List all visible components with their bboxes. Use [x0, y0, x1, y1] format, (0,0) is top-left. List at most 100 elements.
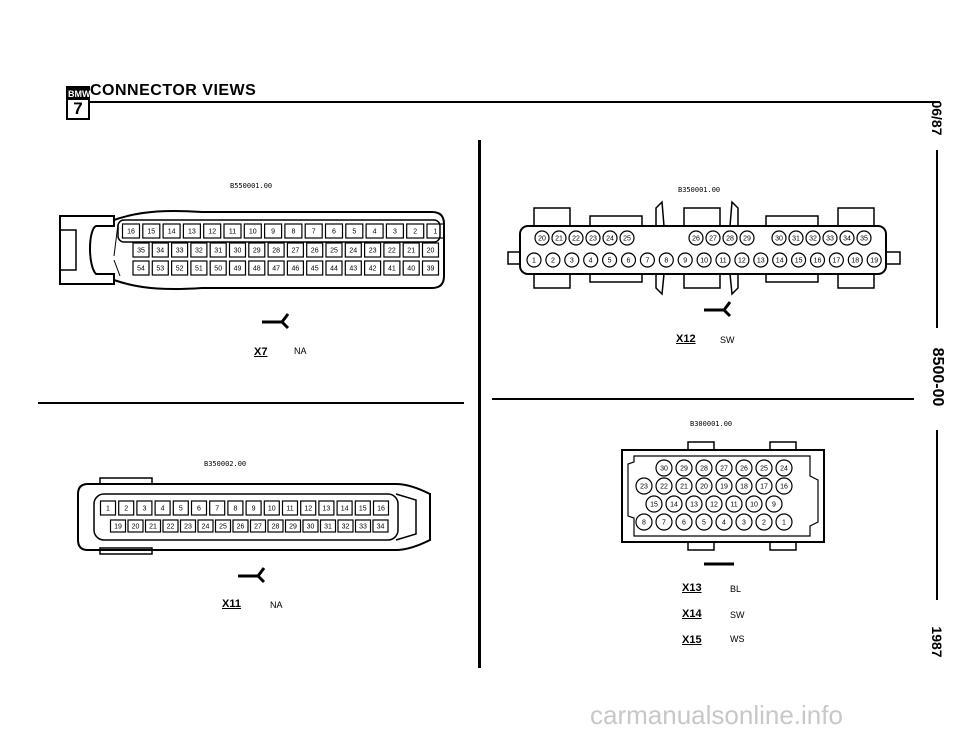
x7-pin-label-9: 9 — [271, 229, 275, 236]
x13-pin-label-8: 8 — [642, 520, 646, 527]
x7-pin-34 — [151, 242, 169, 258]
x7-pin-42 — [364, 260, 382, 276]
x13-pin-19 — [715, 477, 733, 495]
x13-pin-14 — [665, 495, 683, 513]
x13-pin-label-26: 26 — [740, 466, 748, 473]
x11-pin-label-23: 23 — [184, 524, 192, 531]
x7-pin-label-11: 11 — [229, 229, 236, 236]
x11-pin-label-2: 2 — [124, 506, 128, 513]
x7-pin-48 — [248, 260, 266, 276]
x12-pin-27 — [705, 230, 721, 246]
x7-pin-13 — [182, 223, 201, 239]
x12-part-number: B350001.00 — [678, 186, 721, 194]
x11-pin-33 — [354, 519, 372, 533]
x13-pin-6 — [675, 513, 693, 531]
x7-pin-53 — [151, 260, 169, 276]
x13-pin-12 — [705, 495, 723, 513]
x7-pin-label-16: 16 — [127, 229, 135, 236]
x12-pin-33 — [822, 230, 838, 246]
x11-pin-9 — [245, 500, 262, 516]
x13-pin-21 — [675, 477, 693, 495]
x7-pin-32 — [190, 242, 208, 258]
x13-pin-label-10: 10 — [750, 502, 758, 509]
x13-pin-label-21: 21 — [680, 484, 688, 491]
x7-pin-23 — [364, 242, 382, 258]
x11-pin-11 — [281, 500, 299, 516]
x12-pin-label-1: 1 — [532, 258, 536, 265]
x7-pin-54 — [132, 260, 150, 276]
x12-pin-label-13: 13 — [757, 258, 765, 265]
x11-pin-3 — [136, 500, 153, 516]
x13-pin-label-3: 3 — [742, 520, 746, 527]
x12-pin-20 — [534, 230, 550, 246]
x12-pin-28 — [722, 230, 738, 246]
x11-pin-label-11: 11 — [286, 506, 293, 513]
x7-pin-label-30: 30 — [234, 248, 242, 255]
x11-pin-label-19: 19 — [114, 524, 122, 531]
x11-pin-1 — [99, 500, 117, 516]
x7-pin-27 — [286, 242, 304, 258]
x11-pin-8 — [227, 500, 244, 516]
x13-pin-label-17: 17 — [760, 484, 768, 491]
x13-pin-label-23: 23 — [640, 484, 648, 491]
x12-pin-label-11: 11 — [719, 258, 726, 265]
x11-pin-label-30: 30 — [307, 524, 315, 531]
x12-pin-21 — [551, 230, 567, 246]
x11-pin-label-20: 20 — [132, 524, 140, 531]
x12-connector-id: X12 — [676, 333, 696, 345]
x11-pin-5 — [172, 500, 189, 516]
x7-pin-35 — [132, 242, 150, 258]
x7-pin-label-12: 12 — [208, 229, 216, 236]
x7-pin-label-4: 4 — [373, 229, 377, 236]
x12-pin-label-2: 2 — [551, 258, 555, 265]
x12-pin-label-30: 30 — [775, 236, 783, 243]
x12-pin-label-25: 25 — [623, 236, 631, 243]
x12-pin-label-35: 35 — [860, 236, 868, 243]
x12-pin-24 — [602, 230, 618, 246]
logo-brand-text: BMW — [68, 88, 91, 100]
x12-pin-label-23: 23 — [589, 236, 597, 243]
x12-pin-22 — [568, 230, 584, 246]
x12-pin-label-15: 15 — [795, 258, 803, 265]
x12-pin-label-6: 6 — [627, 258, 631, 265]
x13-pin-24 — [775, 459, 793, 477]
x7-pin-label-13: 13 — [188, 229, 196, 236]
x7-pin-label-39: 39 — [427, 266, 435, 273]
x7-pin-label-31: 31 — [214, 248, 222, 255]
x7-pin-label-48: 48 — [253, 266, 261, 273]
x12-pin-30 — [771, 230, 787, 246]
x13-pin-label-30: 30 — [660, 466, 668, 473]
x11-pin-31 — [319, 519, 337, 533]
watermark: carmanualsonline.info — [590, 700, 843, 730]
x13-pin-label-19: 19 — [720, 484, 728, 491]
x7-pin-label-44: 44 — [330, 266, 338, 273]
x11-pin-34 — [372, 519, 389, 533]
x13-pin-15 — [645, 495, 663, 513]
x7-pin-47 — [267, 260, 285, 276]
x11-pin-label-26: 26 — [237, 524, 245, 531]
x11-pin-label-24: 24 — [202, 524, 210, 531]
x11-pin-label-14: 14 — [341, 506, 349, 513]
x7-pin-45 — [306, 260, 324, 276]
x7-pin-label-32: 32 — [195, 248, 203, 255]
x7-pin-label-54: 54 — [137, 266, 145, 273]
x12-pin-label-29: 29 — [743, 236, 751, 243]
x7-pin-5 — [345, 223, 364, 239]
x7-pin-1 — [426, 223, 445, 239]
x13-pin-16 — [775, 477, 793, 495]
x12-pin-26 — [688, 230, 704, 246]
x13-pin-label-16: 16 — [780, 484, 788, 491]
x11-pin-28 — [267, 519, 284, 533]
x13-pin-3 — [735, 513, 753, 531]
x11-pin-10 — [263, 500, 280, 516]
x13-pin-18 — [735, 477, 753, 495]
x13-pin-4 — [715, 513, 733, 531]
x7-pin-label-7: 7 — [312, 229, 316, 236]
x11-pin-29 — [284, 519, 302, 533]
x13-pin-label-12: 12 — [710, 502, 718, 509]
x13-pin-label-1: 1 — [782, 520, 786, 527]
logo-series-number: 7 — [73, 99, 83, 118]
x7-pin-6 — [324, 223, 344, 239]
x12-pin-5 — [601, 252, 618, 268]
